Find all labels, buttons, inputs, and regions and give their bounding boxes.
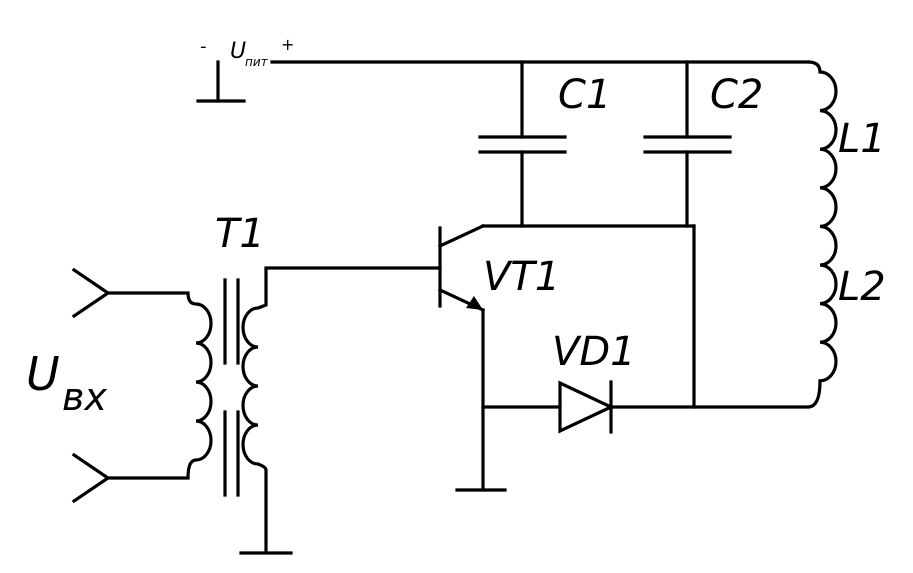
diode-vd1	[558, 380, 615, 434]
supply-voltage-label: U	[230, 39, 246, 64]
capacitor-c1	[478, 60, 567, 228]
c2-label: C2	[710, 72, 763, 118]
c1-label: C1	[558, 72, 611, 118]
t1-label: T1	[215, 211, 265, 257]
supply-voltage-subscript: пит	[245, 55, 269, 69]
l1-label: L1	[838, 116, 886, 162]
input-terminal-bottom	[71, 452, 111, 504]
vd1-label: VD1	[552, 329, 636, 375]
inductor-l1-l2	[807, 60, 838, 409]
input-terminal-top	[71, 267, 111, 319]
capacitor-c2	[643, 60, 732, 228]
supply-plus-label: +	[281, 35, 294, 54]
supply-ground-symbol	[196, 60, 246, 103]
vt1-label: VT1	[483, 254, 560, 300]
transistor-vt1	[437, 223, 486, 313]
transformer-t1	[106, 268, 293, 555]
input-voltage-label: U	[26, 347, 60, 401]
supply-minus-label: -	[200, 36, 207, 57]
input-voltage-subscript: вх	[62, 375, 107, 419]
l2-label: L2	[838, 264, 886, 310]
